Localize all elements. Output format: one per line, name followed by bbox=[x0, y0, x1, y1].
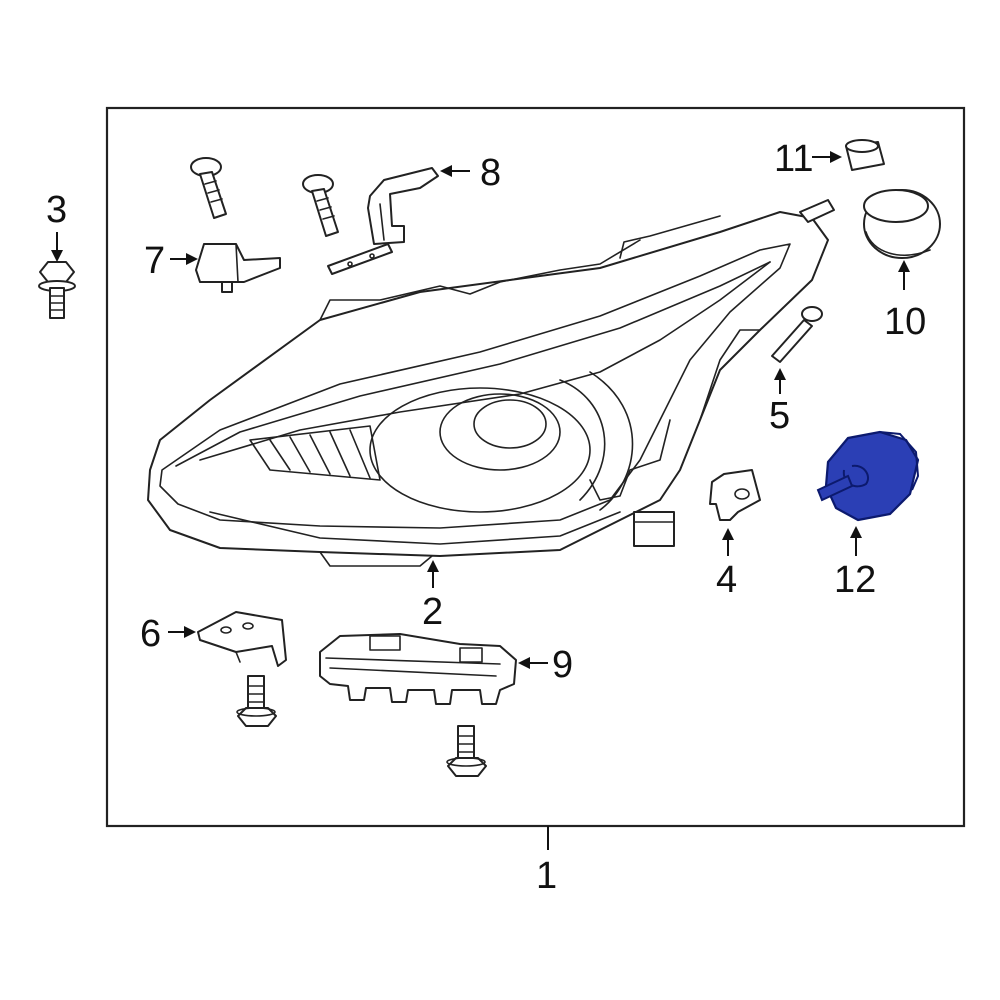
callout-label-4: 4 bbox=[716, 559, 737, 601]
part-12-bulb-socket[interactable] bbox=[816, 430, 920, 522]
part-9-control-module[interactable] bbox=[319, 633, 517, 705]
callout-5[interactable]: 5 bbox=[769, 368, 790, 437]
bolt-lower-middle bbox=[446, 725, 487, 777]
callout-2[interactable]: 2 bbox=[422, 560, 443, 633]
bolt-lower-left bbox=[236, 675, 277, 727]
part-2-headlamp-housing[interactable] bbox=[147, 199, 835, 567]
assembly-frame bbox=[105, 106, 966, 828]
part-5-pin[interactable] bbox=[771, 306, 823, 363]
callout-label-6: 6 bbox=[140, 613, 161, 655]
callout-label-10: 10 bbox=[884, 301, 926, 343]
callout-3[interactable]: 3 bbox=[46, 189, 67, 262]
callout-label-5: 5 bbox=[769, 395, 790, 437]
callout-6[interactable]: 6 bbox=[140, 613, 196, 655]
callout-11[interactable]: 11 bbox=[774, 138, 842, 180]
callout-4[interactable]: 4 bbox=[716, 528, 737, 601]
part-8-bracket[interactable] bbox=[327, 167, 439, 275]
callout-label-12: 12 bbox=[834, 559, 876, 601]
callout-10[interactable]: 10 bbox=[884, 260, 926, 343]
part-3-bolt[interactable] bbox=[38, 261, 76, 319]
part-6-bracket[interactable] bbox=[197, 611, 287, 667]
callout-label-1: 1 bbox=[536, 855, 557, 897]
part-4-clip[interactable] bbox=[709, 469, 761, 521]
callout-label-9: 9 bbox=[552, 644, 573, 686]
part-10-cover[interactable] bbox=[863, 189, 941, 259]
callout-label-2: 2 bbox=[422, 591, 443, 633]
callout-1[interactable]: 1 bbox=[536, 826, 557, 897]
callout-label-8: 8 bbox=[480, 152, 501, 194]
screw-upper-middle bbox=[302, 174, 339, 237]
callout-7[interactable]: 7 bbox=[144, 240, 198, 282]
callout-8[interactable]: 8 bbox=[440, 152, 501, 194]
callout-label-11: 11 bbox=[774, 138, 813, 180]
callout-label-3: 3 bbox=[46, 189, 67, 231]
callout-label-7: 7 bbox=[144, 240, 165, 282]
screw-upper-left bbox=[190, 157, 227, 219]
part-7-clip[interactable] bbox=[195, 243, 281, 293]
part-11-cap[interactable] bbox=[845, 139, 885, 171]
callout-12[interactable]: 12 bbox=[834, 526, 876, 601]
callout-9[interactable]: 9 bbox=[518, 644, 573, 686]
